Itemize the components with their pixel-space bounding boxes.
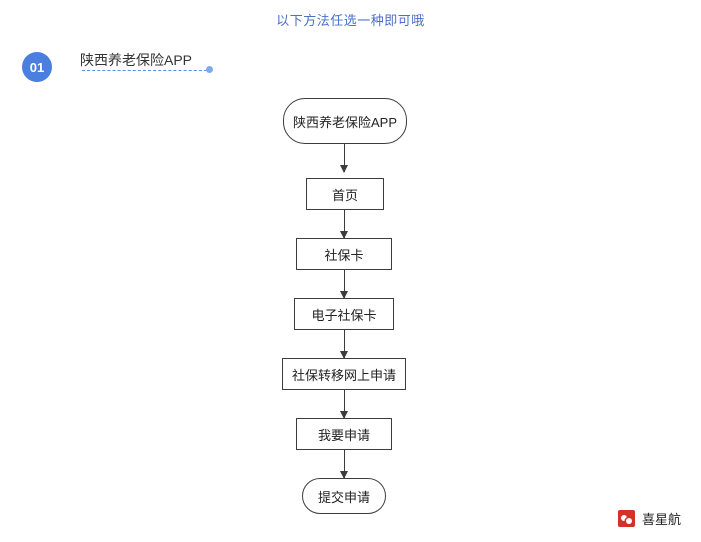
brand-name: 喜星航: [641, 512, 681, 527]
section-underline: [82, 70, 212, 71]
flow-node-e-social-card: 电子社保卡: [294, 298, 394, 330]
flow-arrow-2: [340, 210, 348, 239]
flow-node-transfer-application: 社保转移网上申请: [282, 358, 406, 390]
flow-arrow-1: [340, 144, 348, 173]
flow-node-label: 社保转移网上申请: [291, 367, 396, 383]
footer-logo: 喜星航: [617, 509, 681, 528]
flowchart: 陕西养老保险APP 首页 社保卡 电子社保卡 社保转移网上申请 我要申请 提交申…: [0, 90, 701, 540]
flow-node-home: 首页: [306, 178, 384, 210]
flow-node-label: 电子社保卡: [311, 307, 377, 323]
flow-node-label: 社保卡: [324, 247, 364, 263]
section-title: 陕西养老保险APP: [80, 52, 193, 68]
flow-node-submit: 提交申请: [302, 478, 386, 514]
flow-node-label: 提交申请: [317, 489, 370, 505]
flow-arrow-5: [340, 390, 348, 419]
flow-node-label: 陕西养老保险APP: [292, 114, 397, 130]
flow-node-app: 陕西养老保险APP: [283, 98, 407, 144]
flow-node-my-application: 我要申请: [296, 418, 392, 450]
flow-arrow-3: [340, 270, 348, 299]
header-note: 以下方法任选一种即可哦: [276, 13, 425, 28]
flow-node-label: 首页: [331, 187, 358, 203]
flow-node-social-card: 社保卡: [296, 238, 392, 270]
flow-arrow-6: [340, 450, 348, 479]
brand-logo-icon: [617, 510, 635, 527]
step-badge: 01: [22, 52, 52, 82]
section-underline-dot: [206, 66, 213, 73]
flow-arrow-4: [340, 330, 348, 359]
flow-node-label: 我要申请: [317, 427, 370, 443]
